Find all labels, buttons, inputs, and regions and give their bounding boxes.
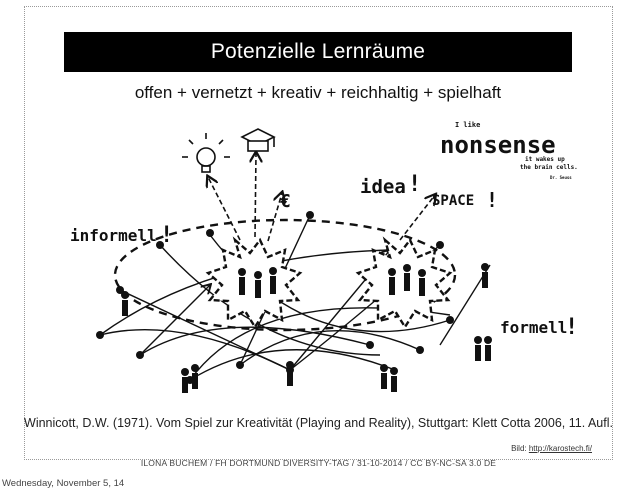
network-lines [99,214,491,381]
euro-sign: € [280,191,291,212]
learning-spaces-sketch: € idea ! SPACE ! informell ! formell ! I… [70,121,578,393]
footer: ILONA BUCHEM / FH DORTMUND DIVERSITY-TAG… [140,458,497,468]
label-formell: formell [500,318,567,337]
nonsense-quote: I like nonsense it wakes up the brain ce… [440,121,578,180]
image-credit: Bild: http://karostech.fi/ [511,444,592,453]
idea-arrows [208,153,435,242]
label-space: SPACE [432,193,474,209]
nonsense-small-top: I like [455,121,480,129]
slide-subtitle: offen + vernetzt + kreativ + reichhaltig… [134,83,502,102]
slide-title: Potenzielle Lernräume [210,40,426,63]
label-formell-exclamation: ! [565,315,578,340]
nonsense-line1: it wakes up [525,156,565,163]
people-outside [121,263,492,393]
nonsense-author: Dr. Seuss [550,175,572,180]
label-informell: informell [70,226,157,245]
label-informell-exclamation: ! [160,223,173,248]
image-credit-prefix: Bild: [511,444,527,453]
label-idea: idea [360,176,406,198]
citation: Winnicott, D.W. (1971). Vom Spiel zur Kr… [24,416,613,430]
people-left-group [238,267,277,298]
lightbulb-icon [182,133,230,173]
title-bar: Potenzielle Lernräume [64,32,572,72]
timestamp: Wednesday, November 5, 14 [2,478,125,489]
label-idea-exclamation: ! [408,172,421,197]
starburst-left [205,236,303,330]
label-space-exclamation: ! [486,188,498,212]
slide-frame [24,6,613,460]
image-credit-link[interactable]: http://karostech.fi/ [528,444,592,453]
network-outer-ellipse [113,218,457,332]
people-right-group [388,264,426,296]
nonsense-line2: the brain cells. [520,164,578,171]
graduation-cap-icon [240,128,276,152]
nonsense-big: nonsense [440,131,556,159]
